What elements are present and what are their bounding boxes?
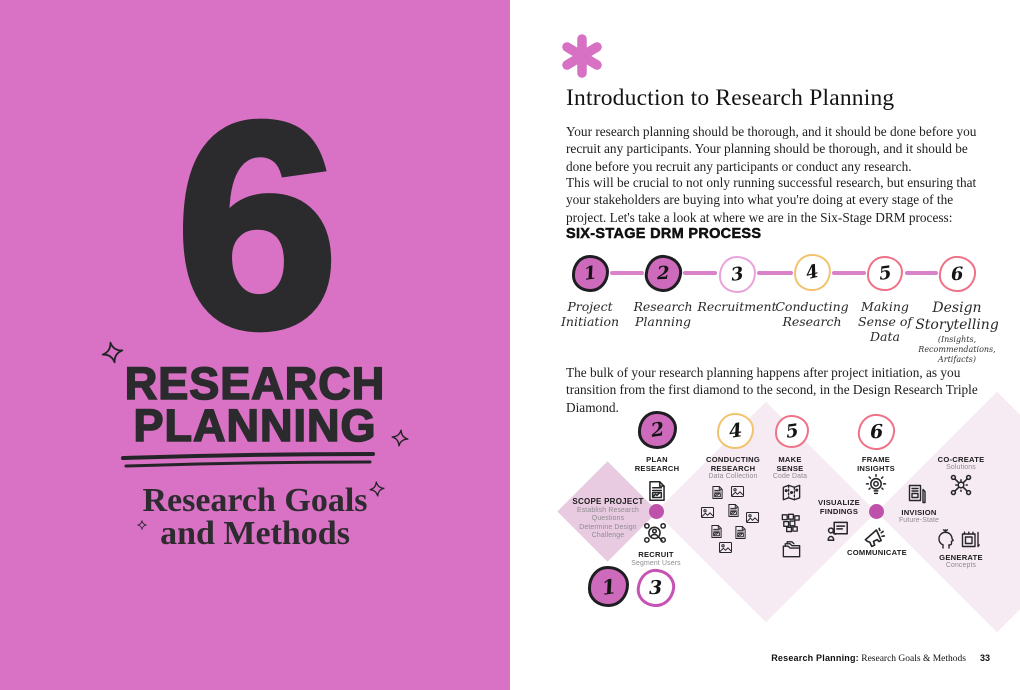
recruit-sub: Segment Users xyxy=(631,560,681,567)
cocreate-label: CO-CREATE xyxy=(937,455,985,464)
conducting-research-label: CONDUCTING RESEARCH xyxy=(706,455,760,474)
stage-label-5: Making Sense of Data xyxy=(858,299,912,344)
cocreate-sub: Solutions xyxy=(946,464,976,471)
stage-number: 5 xyxy=(877,262,893,285)
diagram-circle-5: 5 xyxy=(775,415,809,448)
title-underline xyxy=(121,452,375,468)
stage-connector xyxy=(832,271,866,275)
lightbulb-icon xyxy=(863,473,889,499)
stage-number: 1 xyxy=(582,262,599,285)
visualize-findings-label: VISUALIZE FINDINGS xyxy=(818,498,860,517)
diamond-design xyxy=(876,391,1020,633)
photo-icon xyxy=(699,504,716,521)
paragraph-2: This will be crucial to not only running… xyxy=(566,175,977,225)
plan-research-label: PLAN RESEARCH xyxy=(634,455,680,474)
diagram-number: 5 xyxy=(784,420,800,443)
stage-connector xyxy=(757,271,793,275)
file-icon xyxy=(709,484,726,501)
conducting-research-sub: Data Collection xyxy=(708,473,758,480)
stage-circle-3: 3 xyxy=(719,256,756,293)
make-sense-sub: Code Data xyxy=(772,473,808,480)
photo-icon xyxy=(729,483,746,500)
stage-circle-5: 5 xyxy=(867,256,903,291)
footer-chapter: Research Planning: xyxy=(771,653,859,663)
photo-icon xyxy=(717,539,734,556)
chapter-subtitle-line1: Research Goals xyxy=(142,482,368,519)
invision-label: INVISION xyxy=(901,508,937,517)
chapter-title-line1: RESEARCH xyxy=(124,358,386,409)
stage-circle-4: 4 xyxy=(792,252,833,293)
map-icon xyxy=(780,482,803,505)
chapter-title-line2: PLANNING xyxy=(133,400,377,451)
file-icon xyxy=(725,502,742,519)
stage-connector xyxy=(610,271,644,275)
page-number: 33 xyxy=(979,653,990,663)
diagram-circle-2: 2 xyxy=(638,411,677,449)
file-icon xyxy=(732,524,749,541)
diagram-number: 2 xyxy=(649,418,666,442)
diagram-number: 3 xyxy=(649,576,663,600)
stage-label-4: Conducting Research xyxy=(775,299,849,329)
stage-connector xyxy=(905,271,938,275)
stage-number: 2 xyxy=(656,262,671,285)
diagram-number: 1 xyxy=(599,573,618,600)
network-icon xyxy=(948,472,974,498)
diagram-number: 4 xyxy=(727,419,744,443)
footer-subtitle: Research Goals & Methods xyxy=(858,654,966,664)
diagram-circle-1: 1 xyxy=(588,566,629,607)
diamond-vertex-dot xyxy=(869,504,884,519)
scope-project-sub: Establish Research Questions Determine D… xyxy=(576,507,640,539)
artboard-icon xyxy=(958,528,982,552)
stage-number: 6 xyxy=(950,263,965,285)
document-icon xyxy=(644,478,670,504)
folder-icon xyxy=(780,538,803,561)
make-sense-label: MAKE SENSE xyxy=(776,455,804,474)
stage-circle-2: 2 xyxy=(643,253,684,294)
recruit-magnifier-icon xyxy=(642,521,668,547)
stage-6-note: (Insights, Recommendations, Artifacts) xyxy=(918,335,996,364)
process-heading: SIX-STAGE DRM PROCESS xyxy=(566,226,762,243)
paragraph-1: Your research planning should be thoroug… xyxy=(566,124,977,174)
frame-insights-label: FRAME INSIGHTS xyxy=(857,455,895,474)
stage-label-6: Design Storytelling xyxy=(915,300,999,333)
diagram-circle-3: 3 xyxy=(634,566,678,610)
stage-number: 4 xyxy=(804,260,821,285)
chapter-number: 6 xyxy=(172,62,341,388)
diamond-vertex-dot xyxy=(649,504,664,519)
file-icon xyxy=(708,523,725,540)
stage-label-2: Research Planning xyxy=(633,299,693,329)
chapter-subtitle-line2: and Methods xyxy=(160,515,350,552)
presentation-icon xyxy=(825,518,851,544)
asterisk-icon xyxy=(562,34,602,78)
stage-circle-1: 1 xyxy=(572,255,609,292)
stage-connector xyxy=(683,271,717,275)
chapter-cover-page: 6 RESEARCH PLANNING Research Goals and M… xyxy=(0,0,510,690)
paragraph-3: The bulk of your research planning happe… xyxy=(566,365,978,415)
stage-number: 3 xyxy=(729,263,746,286)
recruit-label: RECRUIT xyxy=(638,550,674,559)
diagram-number: 6 xyxy=(869,420,884,444)
diagram-circle-6: 6 xyxy=(856,412,897,452)
page-footer: Research Planning: Research Goals & Meth… xyxy=(771,653,990,664)
generate-sub: Concepts xyxy=(945,562,977,569)
generate-label: GENERATE xyxy=(939,553,983,562)
stage-label-3: Recruitment xyxy=(697,299,777,314)
invision-sub: Future-State xyxy=(898,517,940,524)
scope-project-title: SCOPE PROJECT xyxy=(572,497,644,506)
future-state-doc-icon xyxy=(905,482,929,506)
stage-label-1: Project Initiation xyxy=(560,299,620,329)
idea-head-icon xyxy=(934,527,958,551)
communicate-label: COMMUNICATE xyxy=(847,548,907,557)
article-heading: Introduction to Research Planning xyxy=(566,85,895,111)
sticky-notes-icon xyxy=(779,511,802,534)
diagram-circle-4: 4 xyxy=(717,413,754,449)
stage-circle-6: 6 xyxy=(937,254,978,294)
